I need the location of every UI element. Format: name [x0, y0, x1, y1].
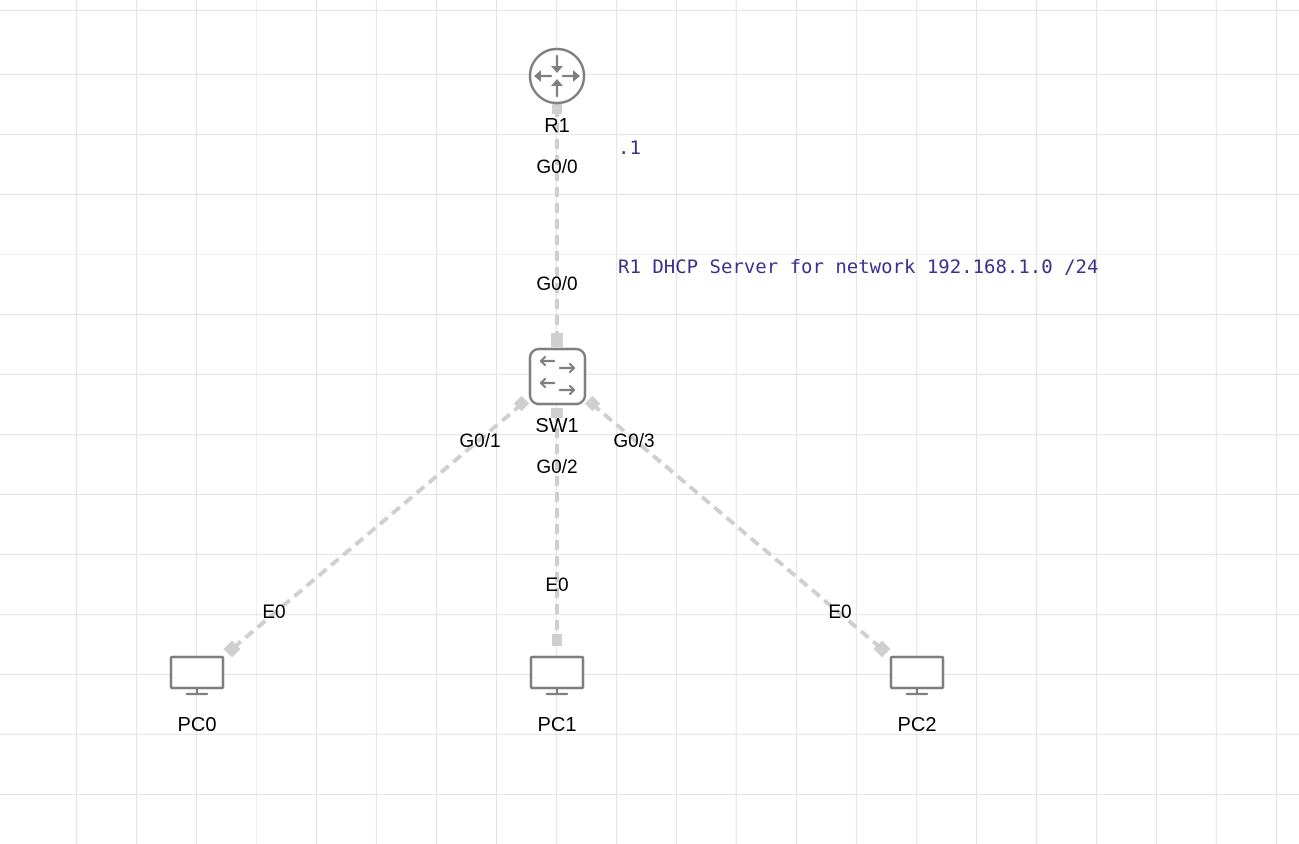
annotations: .1 R1 DHCP Server for network 192.168.1.… [618, 137, 1098, 278]
switch-sw1-label: SW1 [535, 415, 578, 437]
port-pc2-e0: E0 [828, 602, 851, 623]
port-sw1-g01: G0/1 [459, 431, 500, 452]
port-sw1-g02: G0/2 [536, 457, 577, 478]
pc-icon [169, 655, 225, 696]
pc-pc0-label: PC0 [178, 714, 217, 736]
links [230, 107, 884, 651]
pc-pc1-label: PC1 [538, 714, 577, 736]
pc-icon [889, 655, 945, 696]
port-pc1-e0: E0 [545, 575, 568, 596]
router-r1-label: R1 [544, 115, 570, 137]
endpoint-sw1-g00 [551, 333, 563, 347]
port-sw1-g03: G0/3 [613, 431, 654, 452]
r1-ip-annotation: .1 [618, 137, 641, 159]
pc-pc1[interactable]: PC1 [529, 655, 585, 736]
endpoint-pc1-e0 [552, 634, 562, 646]
pc-pc2[interactable]: PC2 [889, 655, 945, 736]
switch-sw1[interactable]: SW1 [528, 347, 587, 437]
endpoint-pc2-e0 [873, 640, 891, 658]
router-icon [528, 47, 586, 105]
endpoint-r1-g00 [552, 104, 562, 114]
port-pc0-e0: E0 [262, 602, 285, 623]
switch-icon [528, 347, 587, 406]
pc-pc2-label: PC2 [898, 714, 937, 736]
port-r1-g00: G0/0 [536, 157, 577, 178]
pc-icon [529, 655, 585, 696]
pc-pc0[interactable]: PC0 [169, 655, 225, 736]
router-r1[interactable]: R1 [528, 47, 586, 137]
endpoint-sw1-g02 [551, 408, 563, 418]
port-labels: G0/0 G0/0 G0/1 G0/2 G0/3 E0 E0 E0 [262, 157, 851, 623]
endpoint-pc0-e0 [223, 640, 241, 658]
port-sw1-g00: G0/0 [536, 274, 577, 295]
dhcp-note-annotation: R1 DHCP Server for network 192.168.1.0 /… [618, 256, 1098, 278]
